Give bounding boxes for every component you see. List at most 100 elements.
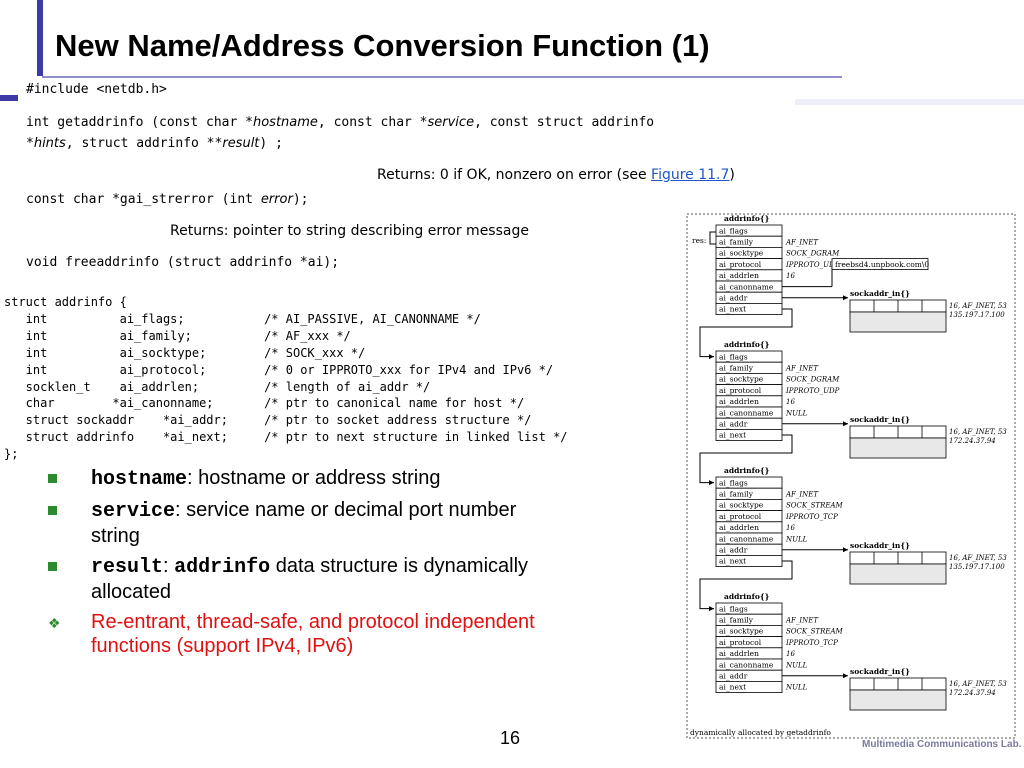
diagram-frame bbox=[686, 213, 1016, 739]
diamond-bullet-icon: ❖ bbox=[48, 615, 61, 631]
field-value-ai_socktype: SOCK_DGRAM bbox=[786, 250, 840, 258]
getaddrinfo-prototype-line1: int getaddrinfo (const char *hostname, c… bbox=[26, 115, 655, 130]
sockaddr-body-cell bbox=[849, 689, 947, 711]
field-value-ai_protocol: IPPROTO_TCP bbox=[785, 513, 838, 521]
arrowhead bbox=[843, 673, 848, 679]
sockaddr-address: 172.24.37.94 bbox=[949, 689, 996, 697]
field-value-ai_addrlen: 16 bbox=[786, 398, 795, 406]
struct-line: }; bbox=[4, 447, 19, 462]
canonname-value: freebsd4.unpbook.com\0 bbox=[835, 260, 929, 269]
field-label-ai_canonname: ai_canonname bbox=[719, 534, 774, 543]
getaddrinfo-prototype-line2: *hints, struct addrinfo **result) ; bbox=[26, 136, 283, 151]
gai-strerror-prototype: const char *gai_strerror (int error); bbox=[26, 192, 309, 207]
arrowhead bbox=[709, 354, 714, 360]
arrowhead bbox=[843, 547, 848, 553]
struct-line: struct sockaddr *ai_addr; /* ptr to sock… bbox=[4, 413, 532, 428]
arrowhead bbox=[709, 480, 714, 486]
sockaddr-info: 16, AF_INET, 53 bbox=[949, 428, 1007, 436]
field-label-ai_family: ai_family bbox=[719, 364, 754, 373]
canonname-box bbox=[831, 258, 929, 270]
arrowhead bbox=[709, 606, 714, 612]
field-value-ai_family: AF_INET bbox=[785, 617, 819, 625]
field-label-ai_addrlen: ai_addrlen bbox=[719, 523, 759, 532]
field-label-ai_protocol: ai_protocol bbox=[719, 638, 762, 647]
field-label-ai_canonname: ai_canonname bbox=[719, 408, 774, 417]
hostname-param: hostname bbox=[252, 115, 318, 130]
freeaddrinfo-prototype: void freeaddrinfo (struct addrinfo *ai); bbox=[26, 255, 340, 270]
field-value-ai_addrlen: 16 bbox=[786, 650, 795, 658]
square-bullet-icon bbox=[48, 474, 57, 483]
field-label-ai_flags: ai_flags bbox=[719, 352, 748, 361]
sockaddr-info: 16, AF_INET, 53 bbox=[949, 680, 1007, 688]
field-label-ai_canonname: ai_canonname bbox=[719, 282, 774, 291]
field-value-ai_socktype: SOCK_DGRAM bbox=[786, 376, 840, 384]
ai-next-arrow bbox=[699, 560, 793, 610]
ai-next-arrow bbox=[699, 434, 793, 484]
field-label-ai_socktype: ai_socktype bbox=[719, 375, 764, 384]
field-label-ai_addr: ai_addr bbox=[719, 672, 748, 681]
bullet-result: result: addrinfo data structure is dynam… bbox=[48, 554, 568, 604]
page-number: 16 bbox=[500, 728, 521, 748]
field-label-ai_next: ai_next bbox=[719, 683, 746, 692]
sockaddr-body-cell bbox=[849, 437, 947, 459]
addrinfo-title: addrinfo{} bbox=[724, 214, 770, 223]
struct-line: int ai_family; /* AF_xxx */ bbox=[4, 328, 351, 343]
addrinfo-title: addrinfo{} bbox=[724, 466, 770, 475]
field-label-ai_socktype: ai_socktype bbox=[719, 627, 764, 636]
diagram-caption: dynamically allocated by getaddrinfo bbox=[690, 728, 831, 737]
field-label-ai_addrlen: ai_addrlen bbox=[719, 649, 759, 658]
field-value-ai_family: AF_INET bbox=[785, 239, 819, 247]
field-label-ai_protocol: ai_protocol bbox=[719, 386, 762, 395]
field-label-ai_flags: ai_flags bbox=[719, 604, 748, 613]
addrinfo-title: addrinfo{} bbox=[724, 340, 770, 349]
sockaddr-title: sockaddr_in{} bbox=[850, 415, 910, 424]
struct-line: struct addrinfo *ai_next; /* ptr to next… bbox=[4, 430, 568, 445]
field-label-ai_addr: ai_addr bbox=[719, 546, 748, 555]
struct-line: socklen_t ai_addrlen; /* length of ai_ad… bbox=[4, 379, 431, 394]
field-label-ai_addr: ai_addr bbox=[719, 420, 748, 429]
bullet-reentrant: ❖ Re-entrant, thread-safe, and protocol … bbox=[48, 611, 535, 657]
addrinfo-title: addrinfo{} bbox=[724, 592, 770, 601]
sockaddr-body-cell bbox=[849, 563, 947, 585]
sockaddr-body-cell bbox=[849, 311, 947, 333]
field-value-ai_socktype: SOCK_STREAM bbox=[786, 502, 844, 510]
field-label-ai_addr: ai_addr bbox=[719, 294, 748, 303]
field-label-ai_socktype: ai_socktype bbox=[719, 501, 764, 510]
field-label-ai_protocol: ai_protocol bbox=[719, 512, 762, 521]
square-bullet-icon bbox=[48, 562, 57, 571]
bullet-list: hostname: hostname or address string ser… bbox=[48, 466, 568, 664]
field-value-ai_protocol: IPPROTO_UDP bbox=[785, 261, 840, 269]
field-label-ai_next: ai_next bbox=[719, 431, 746, 440]
sockaddr-info: 16, AF_INET, 53 bbox=[949, 302, 1007, 310]
gai-strerror-returns: Returns: pointer to string describing er… bbox=[170, 223, 529, 239]
field-value-ai_canonname: NULL bbox=[785, 661, 808, 669]
sockaddr-title: sockaddr_in{} bbox=[850, 289, 910, 298]
sockaddr-address: 172.24.37.94 bbox=[949, 437, 996, 445]
title-accent-bar bbox=[37, 0, 43, 76]
hints-param: hints bbox=[33, 136, 66, 151]
left-rule-accent bbox=[0, 95, 18, 101]
field-value-ai_socktype: SOCK_STREAM bbox=[786, 628, 844, 636]
field-value-ai_family: AF_INET bbox=[785, 365, 819, 373]
field-value-ai_protocol: IPPROTO_TCP bbox=[785, 639, 838, 647]
arrowhead bbox=[843, 421, 848, 427]
error-param: error bbox=[260, 192, 293, 207]
field-value-ai_addrlen: 16 bbox=[786, 272, 795, 280]
right-rule-accent bbox=[795, 99, 1024, 105]
field-value-ai_addrlen: 16 bbox=[786, 524, 795, 532]
square-bullet-icon bbox=[48, 506, 57, 515]
field-label-ai_socktype: ai_socktype bbox=[719, 249, 764, 258]
bullet-service: service: service name or decimal port nu… bbox=[48, 498, 568, 548]
field-label-ai_next: ai_next bbox=[719, 305, 746, 314]
addrinfo-struct-definition: struct addrinfo { int ai_flags; /* AI_PA… bbox=[4, 294, 568, 463]
field-label-ai_flags: ai_flags bbox=[719, 226, 748, 235]
arrowhead bbox=[843, 295, 848, 301]
field-label-ai_family: ai_family bbox=[719, 238, 754, 247]
res-label: res: bbox=[692, 236, 706, 245]
service-param: service bbox=[427, 115, 475, 130]
struct-line: struct addrinfo { bbox=[4, 295, 127, 309]
figure-link[interactable]: Figure 11.7 bbox=[651, 167, 730, 183]
field-value-ai_family: AF_INET bbox=[785, 491, 819, 499]
field-label-ai_next: ai_next bbox=[719, 557, 746, 566]
field-label-ai_family: ai_family bbox=[719, 616, 754, 625]
